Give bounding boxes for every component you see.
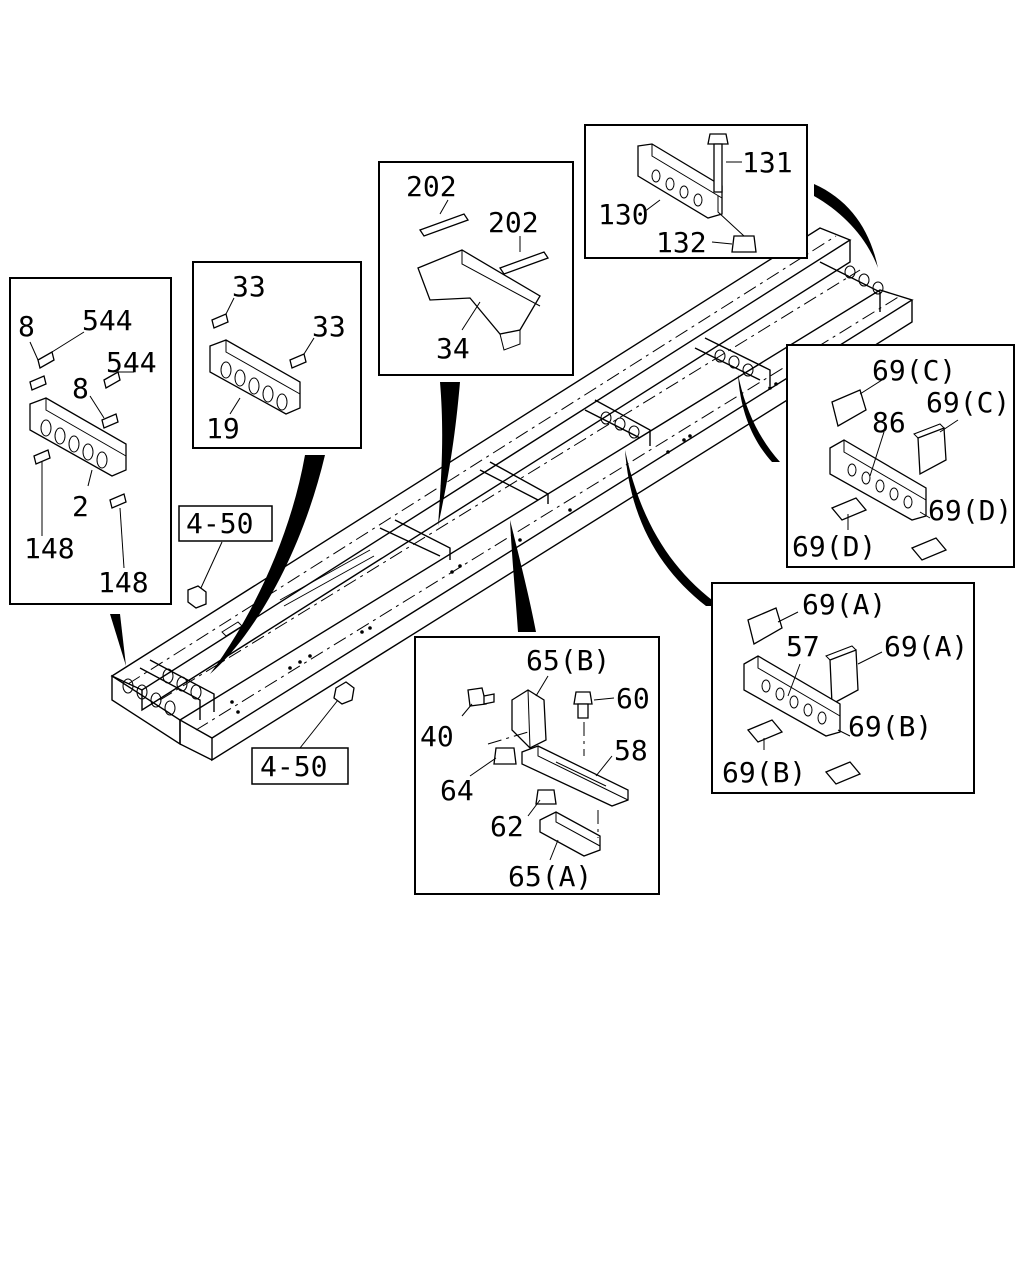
- label-40: 40: [420, 720, 454, 753]
- ref-4-50-upper[interactable]: 4-50: [178, 505, 273, 609]
- ref-label: 4-50: [186, 507, 253, 540]
- callout-pointers: [110, 184, 878, 674]
- label-202: 202: [488, 206, 539, 239]
- label-132: 132: [656, 226, 707, 259]
- label-544: 544: [106, 346, 157, 379]
- label-69d: 69(D): [928, 494, 1012, 527]
- label-69d: 69(D): [792, 530, 876, 563]
- label-148: 148: [98, 566, 149, 599]
- label-69c: 69(C): [872, 354, 956, 387]
- label-69c: 69(C): [926, 386, 1010, 419]
- label-8: 8: [72, 372, 89, 405]
- box-crossmember-34: 202 202 34: [378, 161, 574, 376]
- ref-label: 4-50: [260, 750, 327, 783]
- chassis-frame: [110, 227, 914, 762]
- label-33: 33: [232, 270, 266, 303]
- box-crossmember-57: 69(A) 57 69(A) 69(B) 69(B): [711, 582, 975, 794]
- label-57: 57: [786, 630, 820, 663]
- label-2: 2: [72, 490, 89, 523]
- label-69b: 69(B): [722, 756, 806, 789]
- box-lower-crossmember: 8 544 544 8 2 148 148: [9, 277, 172, 605]
- label-60: 60: [616, 682, 650, 715]
- label-148: 148: [24, 532, 75, 565]
- label-69a: 69(A): [884, 630, 968, 663]
- box-crossmember-19: 33 33 19: [192, 261, 362, 449]
- label-130: 130: [598, 198, 649, 231]
- label-69b: 69(B): [848, 710, 932, 743]
- label-65b: 65(B): [526, 644, 610, 677]
- label-202: 202: [406, 170, 457, 203]
- label-58: 58: [614, 734, 648, 767]
- label-65a: 65(A): [508, 860, 592, 893]
- label-131: 131: [742, 146, 793, 179]
- label-544: 544: [82, 304, 133, 337]
- label-34: 34: [436, 332, 470, 365]
- box-crossmember-86: 69(C) 69(C) 86 69(D) 69(D): [786, 344, 1015, 568]
- box-rear-crossmember: 131 130 132: [584, 124, 808, 259]
- label-69a: 69(A): [802, 588, 886, 621]
- label-8: 8: [18, 310, 35, 343]
- label-19: 19: [206, 412, 240, 445]
- label-64: 64: [440, 774, 474, 807]
- box-bracket-58: 65(B) 60 40 58 64 62 65(A): [414, 636, 660, 895]
- label-86: 86: [872, 406, 906, 439]
- ref-4-50-lower[interactable]: 4-50: [251, 681, 355, 785]
- label-33: 33: [312, 310, 346, 343]
- label-62: 62: [490, 810, 524, 843]
